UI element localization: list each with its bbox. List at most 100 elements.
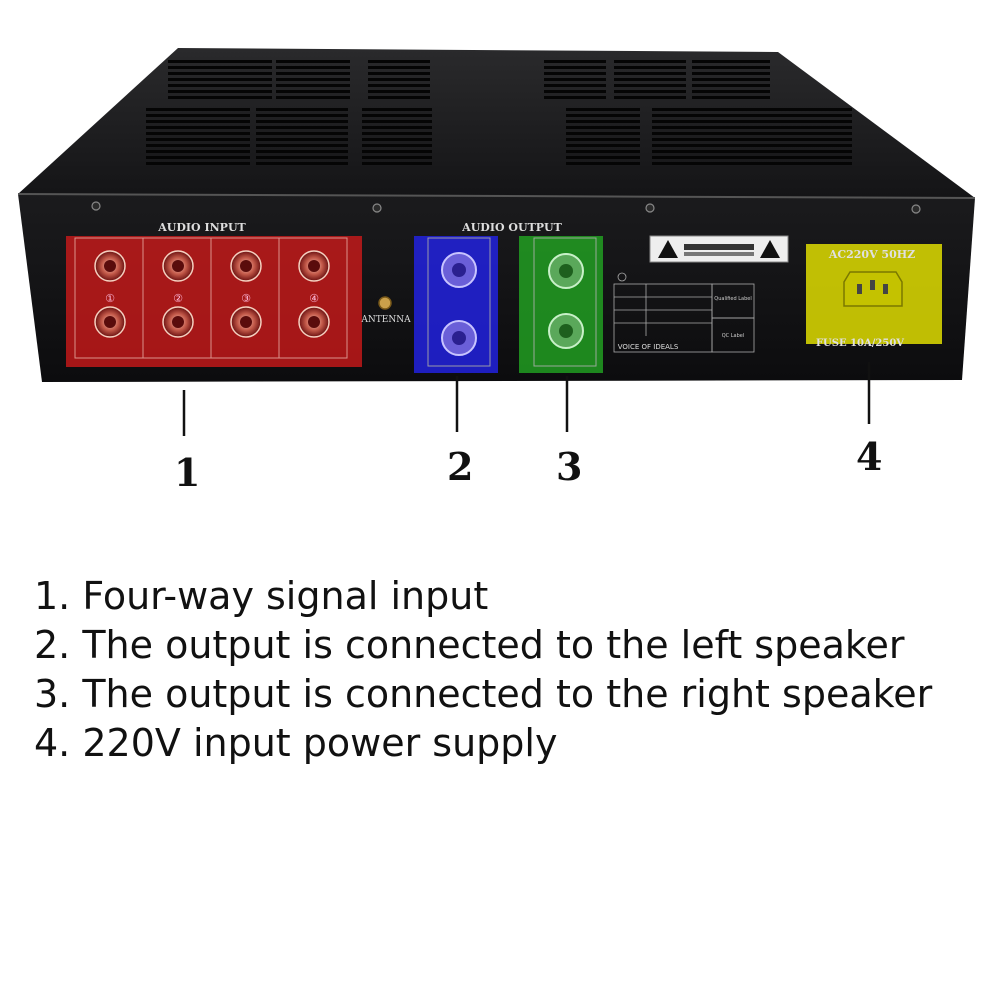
vent-slot <box>692 66 770 69</box>
callout-number-1: 1 <box>174 450 201 495</box>
amplifier-rear-photo: AUDIO INPUT AUDIO OUTPUT ① ② ③ ④ ANTENNA <box>17 48 976 436</box>
callout-number-2: 2 <box>447 444 474 489</box>
qualified-label: Qualified Label <box>714 296 751 302</box>
vent-slot <box>566 162 640 165</box>
callout-number-3: 3 <box>556 444 583 489</box>
power-label-top: AC220V 50HZ <box>828 248 915 261</box>
vent-slot <box>362 126 432 129</box>
vent-slot <box>740 138 852 141</box>
power-label-bottom: FUSE 10A/250V <box>816 338 904 349</box>
vent-slot <box>168 72 272 75</box>
vent-slot <box>566 120 640 123</box>
vent-slot <box>368 90 430 93</box>
vent-slot <box>168 90 272 93</box>
vent-slot <box>740 114 852 117</box>
vent-slot <box>146 132 250 135</box>
vent-slot <box>276 90 350 93</box>
vent-slot <box>652 144 740 147</box>
vent-slot <box>692 78 770 81</box>
vent-slot <box>276 84 350 87</box>
vent-slot <box>740 126 852 129</box>
caption-list: 1. Four-way signal input 2. The output i… <box>34 572 984 768</box>
vent-slot <box>740 132 852 135</box>
vent-slot <box>368 72 430 75</box>
screws <box>91 201 921 214</box>
vent-slot <box>362 120 432 123</box>
vent-slot <box>256 132 348 135</box>
caption-item-3: 3. The output is connected to the right … <box>34 672 933 716</box>
input-grid <box>74 237 348 359</box>
vent-slot <box>256 156 348 159</box>
vent-slot <box>168 60 272 63</box>
vent-slot <box>146 162 250 165</box>
vent-slot <box>362 150 432 153</box>
warning-sticker <box>649 235 789 263</box>
vent-slot <box>256 144 348 147</box>
rca-jack <box>162 306 194 338</box>
callout-lines <box>182 362 871 436</box>
vent-grilles <box>146 60 852 165</box>
vent-slot <box>740 162 852 165</box>
vent-slot <box>692 90 770 93</box>
vent-slot <box>614 90 686 93</box>
input-channel-numbers: ① ② ③ ④ <box>105 292 319 305</box>
vent-slot <box>362 156 432 159</box>
vent-slot <box>146 138 250 141</box>
vent-slot <box>544 60 606 63</box>
vent-slot <box>566 114 640 117</box>
caption-item-2: 2. The output is connected to the left s… <box>34 623 905 667</box>
vent-slot <box>276 96 350 99</box>
vent-slot <box>362 108 432 111</box>
vent-slot <box>740 144 852 147</box>
caption-item-4: 4. 220V input power supply <box>34 721 558 765</box>
vent-slot <box>740 156 852 159</box>
vent-slot <box>740 108 852 111</box>
vent-slot <box>276 66 350 69</box>
vent-slot <box>362 162 432 165</box>
channel-number-3: ③ <box>241 292 251 305</box>
vent-slot <box>256 138 348 141</box>
vent-slot <box>544 66 606 69</box>
vent-slot <box>368 78 430 81</box>
vent-slot <box>566 132 640 135</box>
vent-slot <box>256 162 348 165</box>
right-speaker-terminals <box>548 253 584 349</box>
rca-jack <box>162 250 194 282</box>
vent-slot <box>368 66 430 69</box>
vent-slot <box>614 96 686 99</box>
vent-slot <box>566 150 640 153</box>
channel-number-4: ④ <box>309 292 319 305</box>
vent-slot <box>362 144 432 147</box>
vent-slot <box>566 126 640 129</box>
rca-jack <box>298 306 330 338</box>
vent-slot <box>652 120 740 123</box>
vent-slot <box>652 126 740 129</box>
vent-slot <box>692 72 770 75</box>
rca-jack <box>298 250 330 282</box>
vent-slot <box>544 96 606 99</box>
vent-slot <box>168 96 272 99</box>
vent-slot <box>614 72 686 75</box>
vent-slot <box>614 84 686 87</box>
vent-slot <box>652 114 740 117</box>
vent-slot <box>276 78 350 81</box>
vent-slot <box>362 114 432 117</box>
vent-slot <box>168 78 272 81</box>
audio-output-label: AUDIO OUTPUT <box>461 221 562 234</box>
vent-slot <box>146 150 250 153</box>
antenna-connector <box>378 296 392 310</box>
vent-slot <box>368 60 430 63</box>
vent-slot <box>566 138 640 141</box>
vent-slot <box>146 108 250 111</box>
rca-jack <box>94 250 126 282</box>
audio-input-label: AUDIO INPUT <box>157 221 246 234</box>
vent-slot <box>146 156 250 159</box>
vent-slot <box>276 72 350 75</box>
vent-slot <box>168 84 272 87</box>
vent-slot <box>256 126 348 129</box>
vent-slot <box>256 108 348 111</box>
left-speaker-terminals <box>441 252 477 356</box>
vent-slot <box>256 150 348 153</box>
vent-slot <box>614 78 686 81</box>
rca-jack <box>230 306 262 338</box>
